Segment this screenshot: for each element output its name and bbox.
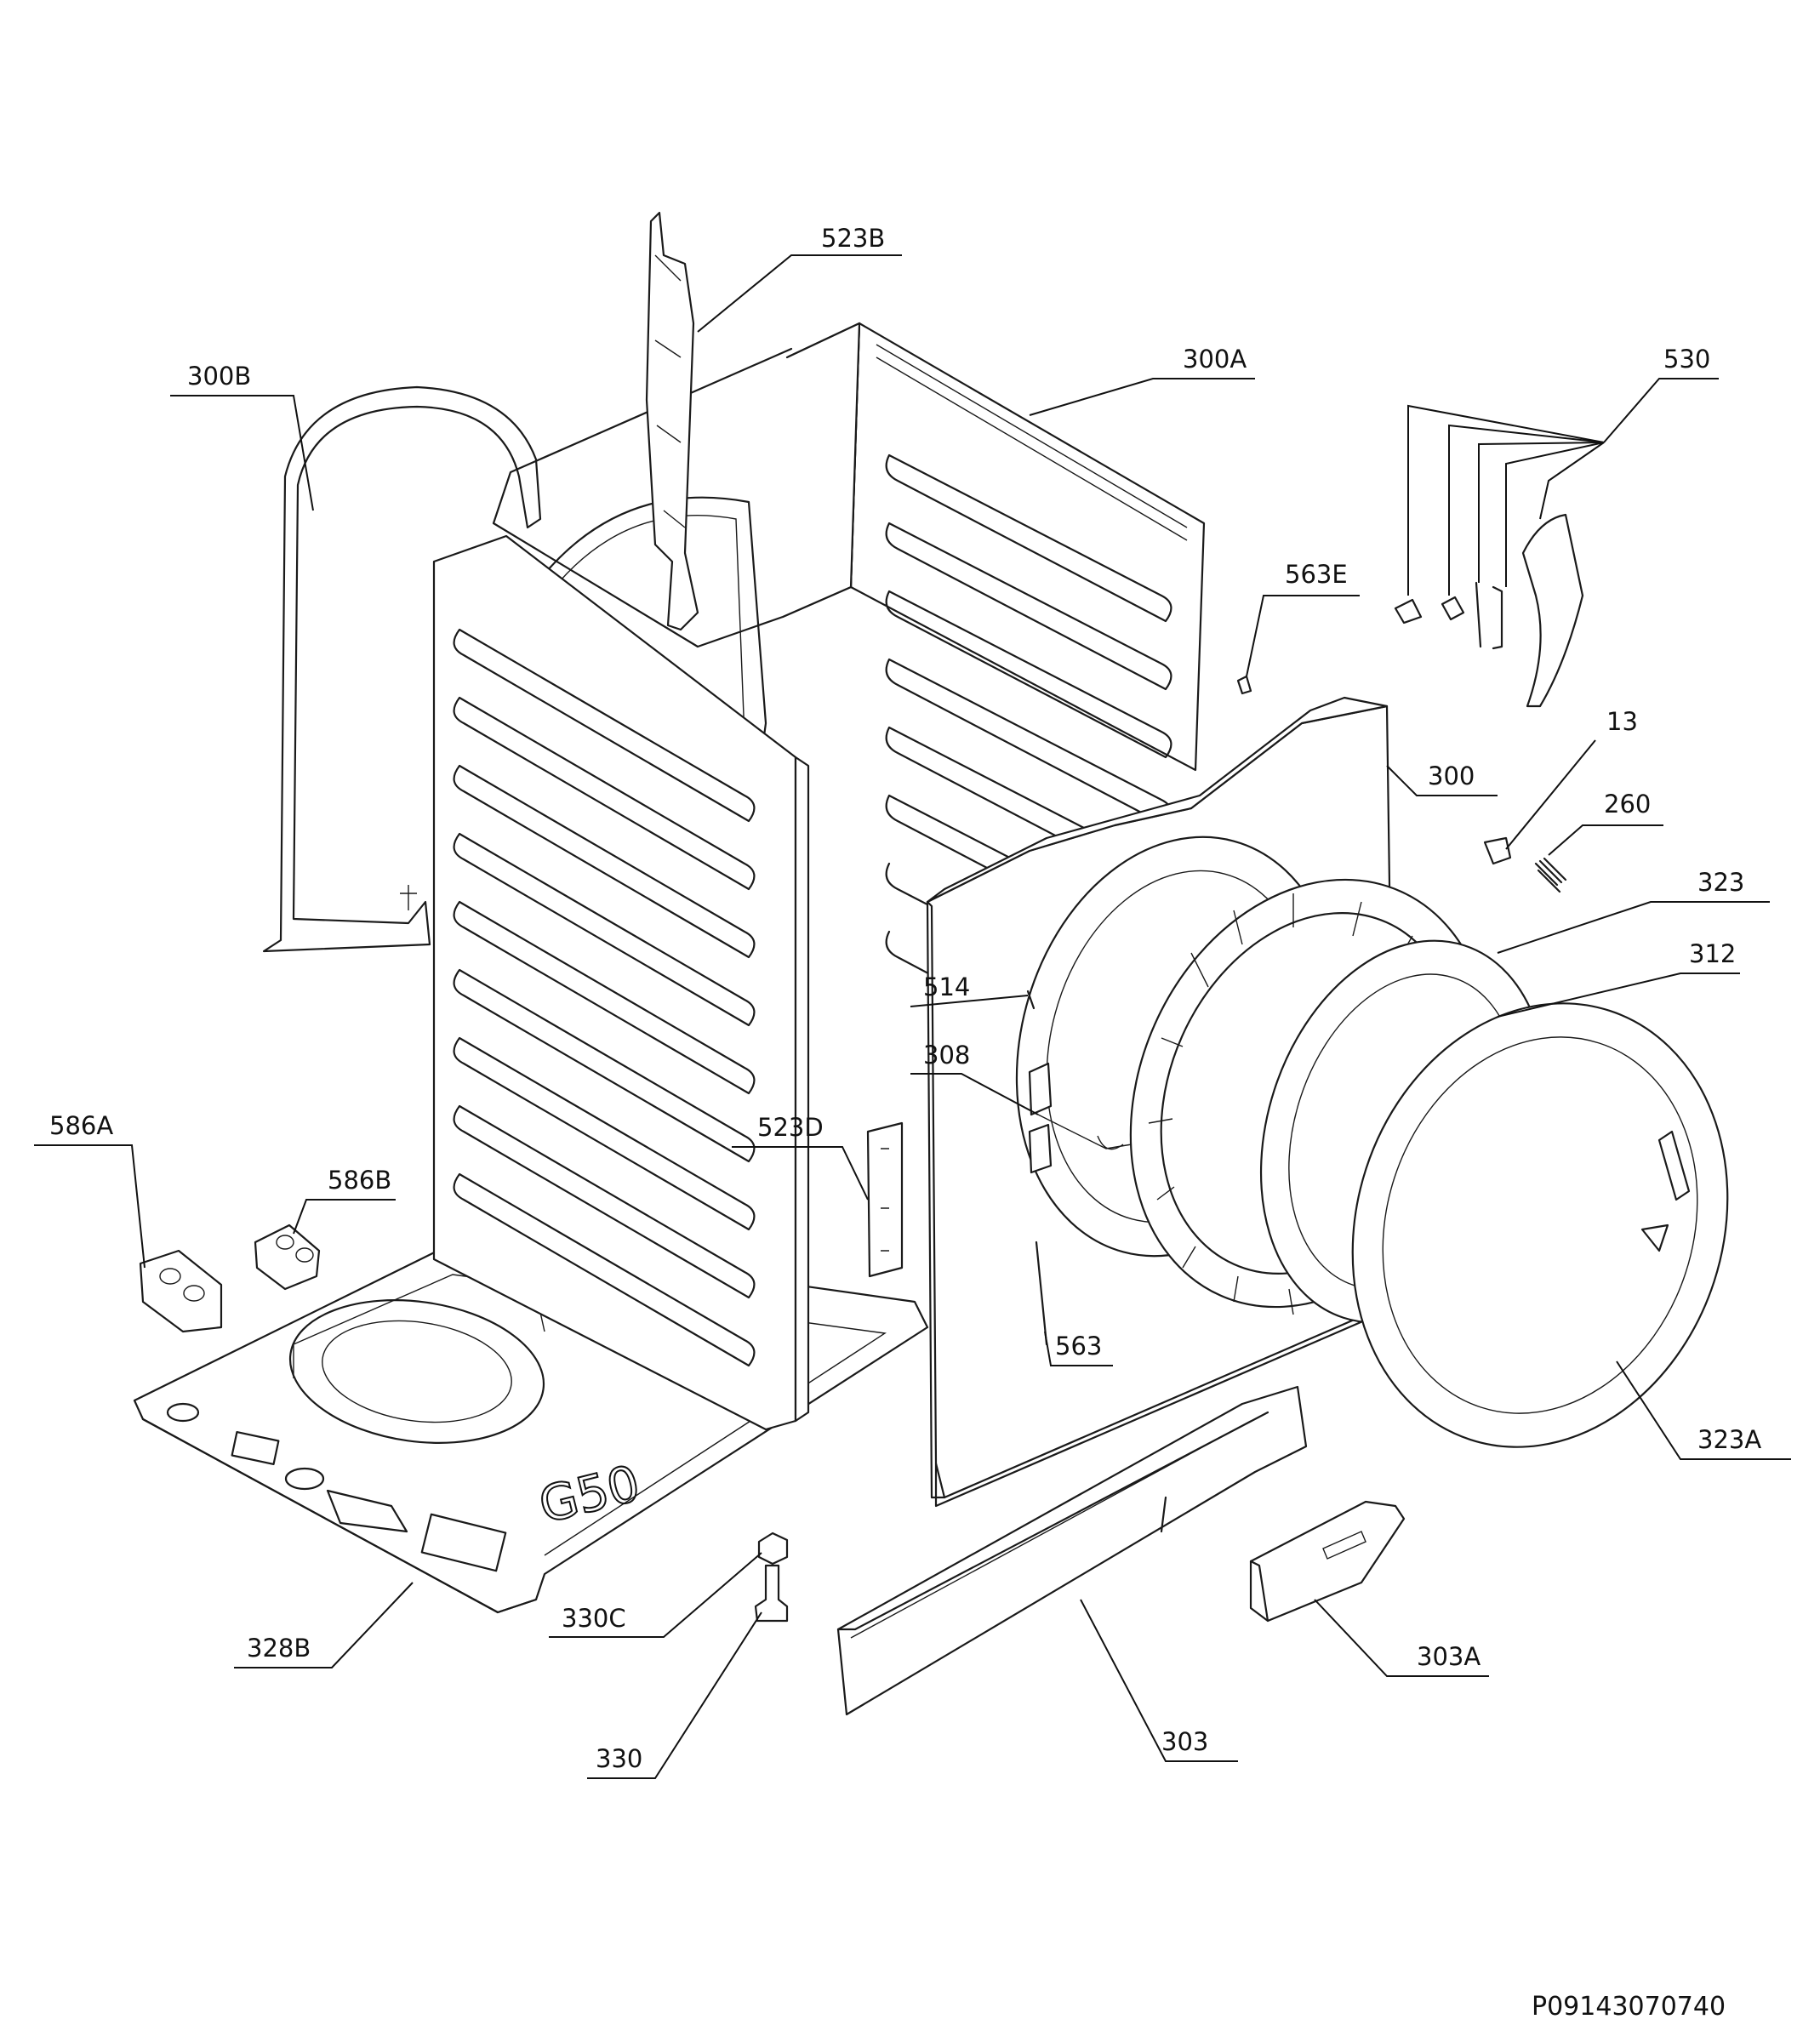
bracket-523d <box>866 1121 904 1278</box>
callout-13: 13 <box>1606 707 1638 736</box>
bracket-586a <box>139 1249 223 1333</box>
control-panel-303 <box>836 1385 1308 1716</box>
handle-group-530 <box>1394 513 1584 708</box>
callout-328b: 328B <box>247 1634 311 1663</box>
callout-530: 530 <box>1663 345 1710 374</box>
spring-260 <box>1534 857 1567 893</box>
cabinet-left-panel <box>432 534 810 1431</box>
drawing-code: P09143070740 <box>1532 1992 1726 2022</box>
callout-563: 563 <box>1055 1332 1102 1360</box>
callout-300a: 300A <box>1183 345 1247 374</box>
nut-330c <box>757 1532 789 1566</box>
rod-563 <box>1035 1241 1048 1346</box>
clip-563e <box>1236 675 1252 695</box>
bracket-523b <box>645 211 699 631</box>
callout-308: 308 <box>923 1041 970 1069</box>
foot-330 <box>754 1564 789 1623</box>
callout-514: 514 <box>923 973 970 1001</box>
callout-labels: 523B 300B 300A 530 563E 13 300 260 323 3… <box>49 224 1761 1773</box>
callout-303: 303 <box>1161 1727 1208 1756</box>
part-514 <box>1026 990 1036 1010</box>
leader-lines <box>34 254 1791 1779</box>
callout-300b: 300B <box>187 362 251 391</box>
callout-260: 260 <box>1604 790 1651 819</box>
rear-seal-300b <box>262 385 542 953</box>
dispenser-303a <box>1249 1500 1406 1623</box>
callout-300: 300 <box>1428 761 1475 790</box>
callout-563e: 563E <box>1285 560 1348 589</box>
callout-586b: 586B <box>328 1166 391 1195</box>
callout-586a: 586A <box>49 1111 113 1140</box>
callout-312: 312 <box>1689 939 1736 968</box>
latch-308 <box>1028 1062 1053 1116</box>
callout-323a: 323A <box>1697 1425 1761 1454</box>
nut-13 <box>1483 836 1512 865</box>
door-323a <box>1351 1002 1729 1448</box>
callout-330c: 330C <box>562 1604 626 1633</box>
callout-330: 330 <box>596 1744 642 1773</box>
callout-323: 323 <box>1697 868 1744 897</box>
callout-523d: 523D <box>757 1113 824 1142</box>
callout-523b: 523B <box>821 224 885 253</box>
bracket-586b <box>254 1223 321 1291</box>
callout-303a: 303A <box>1417 1642 1481 1671</box>
